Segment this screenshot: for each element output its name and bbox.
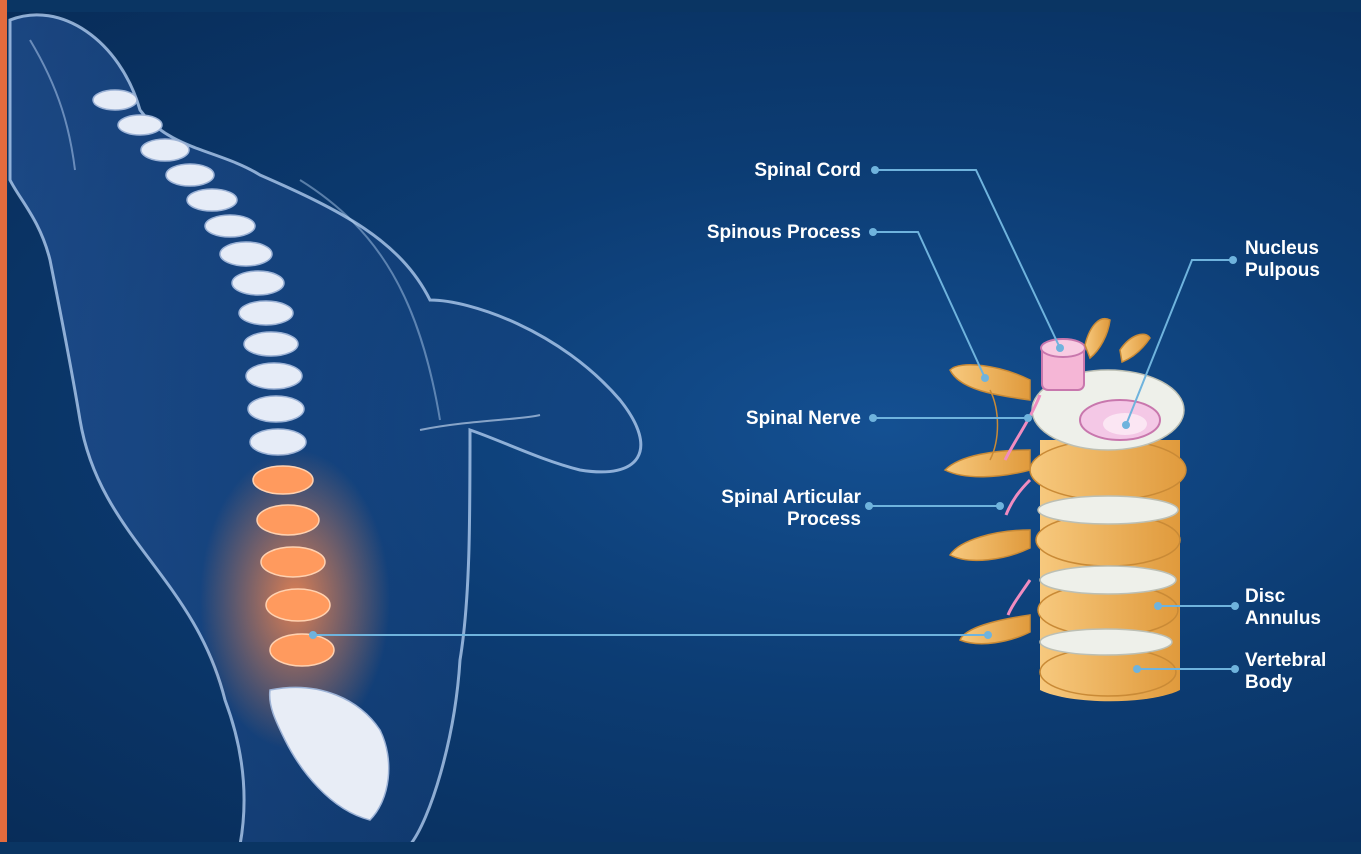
label-spinal-nerve: Spinal Nerve	[746, 408, 861, 430]
label-spinal-cord: Spinal Cord	[754, 160, 861, 182]
bottom-band	[0, 842, 1361, 854]
nucleus	[1080, 400, 1160, 440]
label-disc-annulus: Disc Annulus	[1245, 586, 1321, 630]
label-vertebral-body: Vertebral Body	[1245, 650, 1326, 694]
leader-spinous-process	[873, 232, 985, 378]
label-nucleus-pulpous: Nucleus Pulpous	[1245, 238, 1320, 282]
leader-spinal-cord	[875, 170, 1060, 348]
label-spinal-articular-process: Spinal Articular Process	[721, 487, 861, 531]
vertebra-model	[945, 319, 1186, 702]
label-spinous-process: Spinous Process	[707, 222, 861, 244]
spinal-nerves	[1005, 395, 1040, 615]
